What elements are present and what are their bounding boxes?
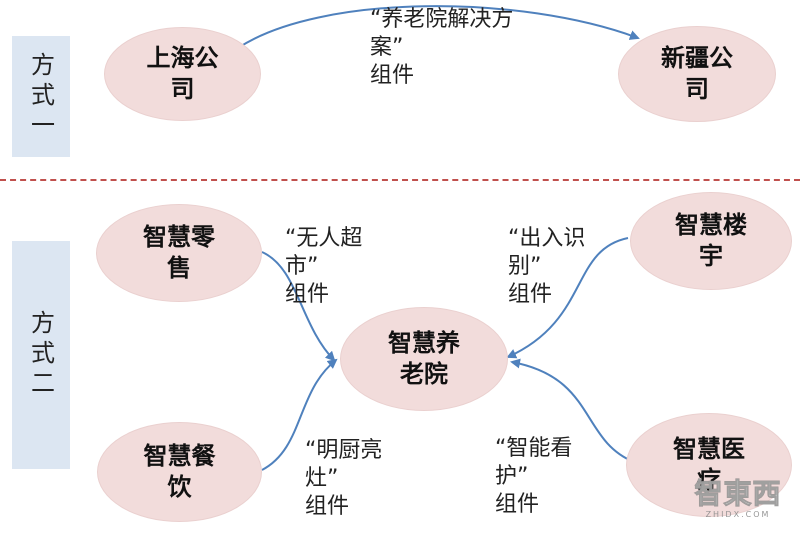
node-shanghai-label: 上海公 司 bbox=[146, 44, 219, 103]
edge-label-open-kitchen: “明厨亮 灶” 组件 bbox=[305, 438, 383, 519]
zhidx-watermark: 智東西 ZHIDX.COM bbox=[684, 477, 792, 526]
node-xinjiang-company: 新疆公 司 bbox=[618, 26, 776, 122]
edge-label-unmanned-supermarket: “无人超 市” 组件 bbox=[285, 226, 363, 307]
node-smart-medical: 智慧医 疗 bbox=[626, 413, 792, 517]
arrow-dining-to-eldercare bbox=[261, 358, 338, 471]
node-smart-building: 智慧楼 宇 bbox=[630, 192, 792, 290]
watermark-sub-text: ZHIDX.COM bbox=[705, 510, 771, 519]
watermark-main-text: 智東西 bbox=[694, 477, 782, 510]
node-xinjiang-label: 新疆公 司 bbox=[661, 44, 733, 103]
node-smart-eldercare: 智慧养 老院 bbox=[340, 307, 508, 411]
arrow-retail-to-eldercare bbox=[261, 251, 336, 362]
mode-one-label: 方式一 bbox=[12, 36, 70, 157]
node-smart-dining: 智慧餐 饮 bbox=[97, 422, 262, 522]
arrow-shanghai-to-xinjiang bbox=[237, 5, 640, 49]
node-eldercare-label: 智慧养 老院 bbox=[388, 329, 460, 388]
node-medical-label: 智慧医 疗 bbox=[673, 435, 745, 494]
node-smart-retail: 智慧零 售 bbox=[96, 204, 262, 302]
dashed-divider bbox=[0, 179, 800, 181]
node-retail-label: 智慧零 售 bbox=[143, 223, 215, 282]
node-dining-label: 智慧餐 饮 bbox=[143, 442, 216, 501]
node-building-label: 智慧楼 宇 bbox=[675, 211, 747, 270]
node-shanghai-company: 上海公 司 bbox=[104, 27, 261, 121]
edge-label-eldercare-solution: “养老院解决方 案” 组件 bbox=[370, 7, 514, 88]
mode-two-text: 方式二 bbox=[26, 310, 55, 400]
edge-label-smart-care: “智能看 护” 组件 bbox=[495, 436, 573, 517]
arrow-building-to-eldercare bbox=[506, 237, 629, 359]
edge-label-access-recognition: “出入识 别” 组件 bbox=[508, 226, 586, 307]
mode-one-text: 方式一 bbox=[26, 51, 55, 142]
mode-two-label: 方式二 bbox=[12, 241, 70, 469]
arrow-medical-to-eldercare bbox=[510, 358, 635, 463]
